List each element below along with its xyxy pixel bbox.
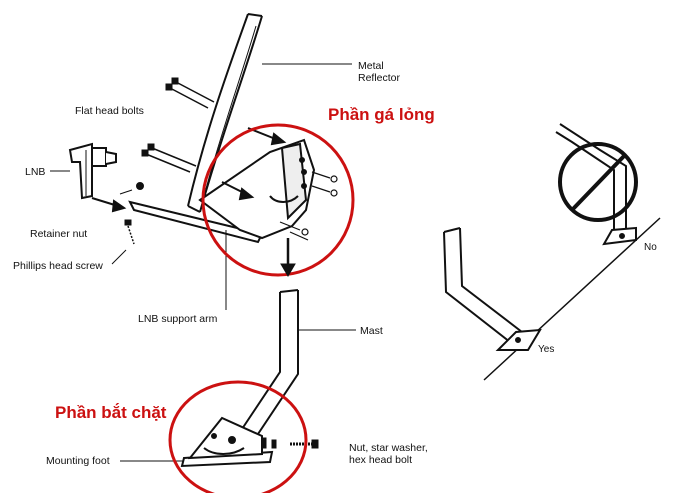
mounting-foot bbox=[180, 416, 274, 468]
arrow-down-icon bbox=[280, 238, 296, 277]
label-no: No bbox=[644, 242, 657, 253]
label-metal-reflector: Metal Reflector bbox=[358, 60, 401, 84]
phillips-head-screw bbox=[111, 219, 135, 265]
label-lnb-support-arm: LNB support arm bbox=[138, 313, 218, 325]
no-mast bbox=[555, 123, 637, 246]
foot-highlight-circle bbox=[168, 380, 308, 493]
bracket-bolts bbox=[279, 171, 338, 241]
yes-mast bbox=[443, 227, 542, 351]
retainer-nut bbox=[119, 182, 144, 195]
bracket-highlight-circle bbox=[201, 123, 355, 277]
callout-bracket-part: Phần gá lỏng bbox=[328, 105, 435, 124]
assembly-arrows bbox=[91, 127, 287, 213]
label-lnb: LNB bbox=[25, 166, 46, 178]
foot-hardware bbox=[261, 437, 319, 449]
label-phillips-head-screw: Phillips head screw bbox=[13, 260, 103, 272]
metal-reflector bbox=[187, 13, 263, 213]
lnb-device bbox=[68, 142, 117, 200]
label-flat-head-bolts: Flat head bolts bbox=[75, 105, 144, 117]
label-nut-star-washer: Nut, star washer, hex head bolt bbox=[349, 442, 428, 466]
mast bbox=[235, 289, 299, 441]
lnb-support-arm bbox=[128, 138, 316, 244]
inset-slope-line bbox=[483, 217, 661, 381]
callout-clamp-part: Phần bắt chặt bbox=[55, 403, 167, 422]
label-yes: Yes bbox=[538, 344, 555, 355]
prohibited-icon bbox=[558, 142, 638, 222]
label-mast: Mast bbox=[360, 325, 383, 337]
label-retainer-nut: Retainer nut bbox=[30, 228, 88, 240]
label-mounting-foot: Mounting foot bbox=[46, 455, 110, 467]
inset-mounting-example bbox=[443, 123, 661, 381]
flat-head-bolts bbox=[141, 77, 215, 173]
